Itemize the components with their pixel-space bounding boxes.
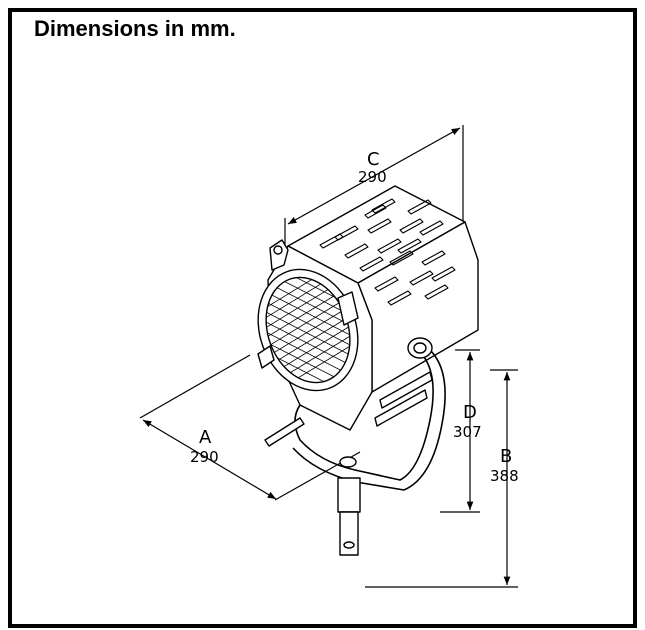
- dim-c-line: [287, 127, 461, 225]
- diagram-title: Dimensions in mm.: [34, 16, 236, 41]
- handle-bar: [264, 417, 305, 447]
- dim-d-value: 307: [453, 423, 482, 441]
- dim-a-letter: A: [199, 427, 212, 448]
- spigot-top: [339, 456, 357, 468]
- dim-c-letter: C: [367, 149, 380, 170]
- spigot-hole: [343, 541, 355, 549]
- side-slot-2: [374, 389, 428, 427]
- dim-a-value: 290: [190, 448, 219, 466]
- top-clip-hole: [273, 245, 283, 255]
- dim-a-extension-left: [139, 354, 251, 419]
- fixture-illustration: [257, 185, 479, 556]
- vent-slots: [319, 198, 456, 306]
- right-clip: [337, 291, 359, 326]
- left-clip: [257, 345, 275, 369]
- dimension-d: D 307: [440, 349, 482, 513]
- tilt-knob-center: [413, 342, 427, 354]
- dim-c-value: 290: [358, 168, 387, 186]
- safety-mesh: [261, 265, 361, 395]
- dimension-b: B 388: [365, 369, 519, 588]
- dimension-c: C 290: [284, 125, 464, 250]
- yoke-arm: [294, 349, 434, 481]
- dim-a-line: [142, 419, 277, 500]
- spigot-upper: [337, 477, 361, 513]
- dim-d-letter: D: [463, 402, 477, 423]
- tilt-knob: [407, 337, 433, 359]
- dim-b-value: 388: [490, 467, 519, 485]
- yoke-arm-outer: [292, 349, 446, 491]
- dim-b-letter: B: [500, 446, 512, 467]
